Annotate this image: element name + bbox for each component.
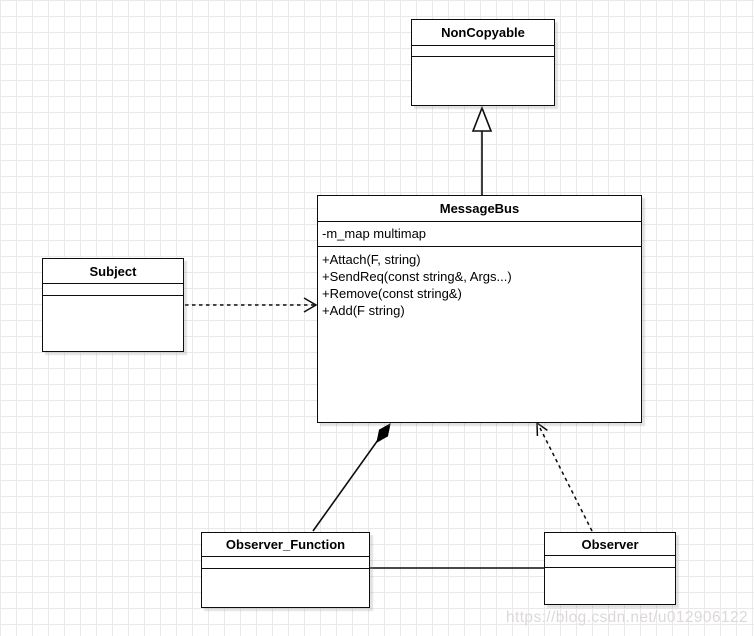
class-observer[interactable]: Observer (544, 532, 676, 605)
dependency-observer-messagebus[interactable] (536, 421, 593, 532)
method-attach: +Attach(F, string) (322, 252, 421, 267)
class-noncopyable-methods (412, 57, 554, 105)
open-arrowhead (303, 297, 318, 313)
class-messagebus-methods: +Attach(F, string) +SendReq(const string… (318, 247, 641, 422)
generalization-messagebus-noncopyable[interactable] (471, 105, 493, 196)
class-observer-function-title: Observer_Function (202, 533, 369, 557)
hollow-triangle-arrowhead (471, 105, 493, 132)
method-sendreq: +SendReq(const string&, Args...) (322, 269, 512, 284)
class-noncopyable-title: NonCopyable (412, 20, 554, 46)
class-observer-function-methods (202, 569, 369, 607)
method-remove: +Remove(const string&) (322, 286, 462, 301)
class-subject-methods (43, 296, 183, 351)
class-subject[interactable]: Subject (42, 258, 184, 352)
class-messagebus[interactable]: MessageBus -m_map multimap +Attach(F, st… (317, 195, 642, 423)
open-arrowhead (536, 421, 548, 437)
class-subject-title: Subject (43, 259, 183, 284)
class-messagebus-attributes: -m_map multimap (318, 222, 641, 247)
class-observer-function-attributes (202, 557, 369, 569)
dependency-line[interactable] (539, 427, 593, 532)
class-noncopyable-attributes (412, 46, 554, 57)
class-subject-attributes (43, 284, 183, 296)
class-observer-attributes (545, 556, 675, 568)
class-noncopyable[interactable]: NonCopyable (411, 19, 555, 106)
class-observer-function[interactable]: Observer_Function (201, 532, 370, 608)
method-add: +Add(F string) (322, 303, 405, 318)
class-observer-title: Observer (545, 533, 675, 556)
dependency-subject-messagebus[interactable] (185, 297, 318, 313)
composition-observerfunction-messagebus[interactable] (312, 423, 391, 532)
csdn-watermark: https://blog.csdn.net/u012906122 (506, 609, 749, 626)
class-observer-methods (545, 568, 675, 604)
attribute-m-map: -m_map multimap (322, 226, 427, 241)
filled-diamond-arrowhead (376, 423, 391, 443)
class-messagebus-title: MessageBus (318, 196, 641, 222)
composition-line[interactable] (312, 432, 384, 532)
